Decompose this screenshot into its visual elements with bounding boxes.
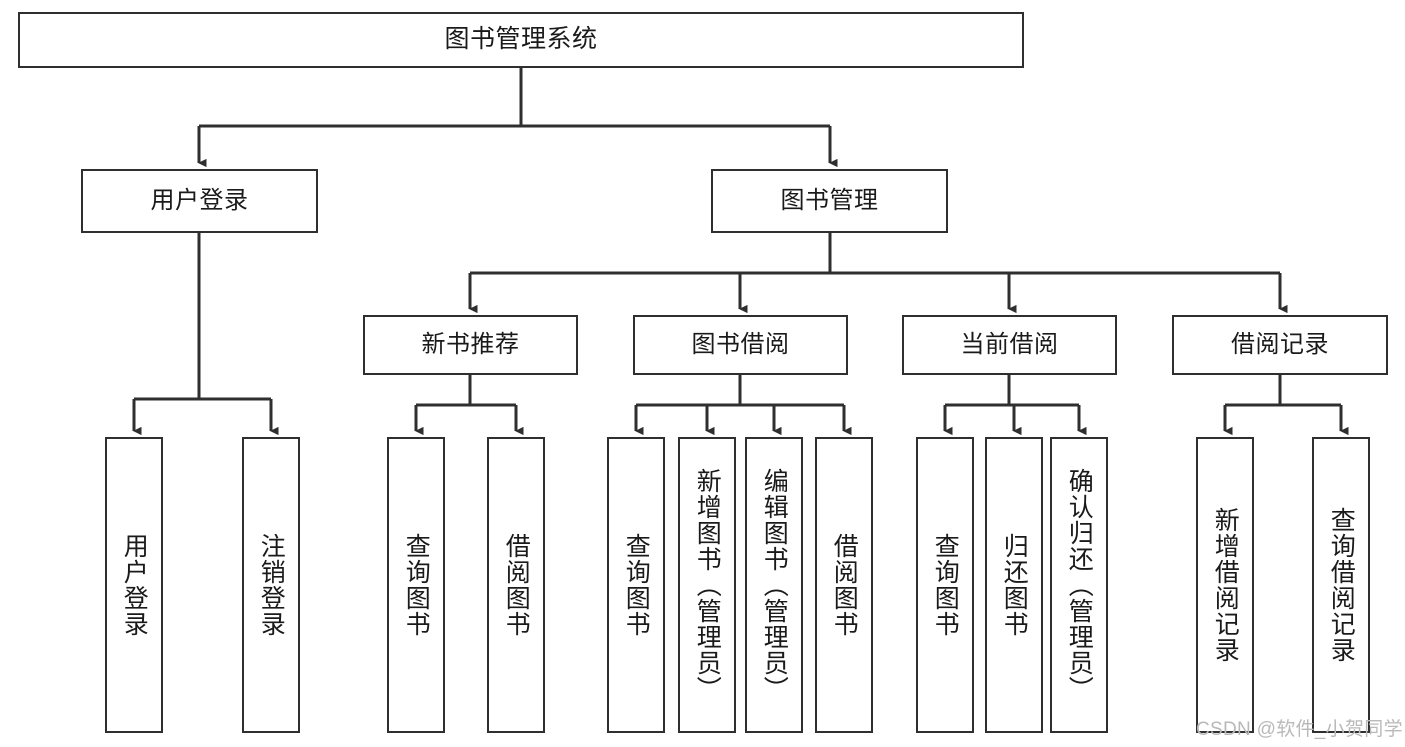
edges-current-to-leaves	[943, 375, 1087, 436]
node-leaf-borrow-book-2[interactable]: 借阅图书	[815, 437, 873, 733]
node-leaf-user-logout[interactable]: 注销登录	[242, 437, 300, 733]
node-leaf-query-book-2[interactable]: 查询图书	[607, 437, 665, 733]
watermark-text: CSDN @软件_小贺同学	[1196, 719, 1403, 740]
node-leaf-borrow-book-1-label: 借阅图书	[502, 533, 531, 637]
edges-userlogin-to-leaves	[132, 233, 279, 436]
node-leaf-add-record[interactable]: 新增借阅记录	[1196, 437, 1254, 733]
node-leaf-add-book-label: 新增图书（管理员）	[693, 468, 722, 702]
node-leaf-user-login-label: 用户登录	[120, 533, 149, 637]
node-current-borrow-label: 当前借阅	[960, 330, 1059, 358]
node-leaf-confirm-return[interactable]: 确认归还（管理员）	[1050, 437, 1108, 733]
node-leaf-query-book-2-label: 查询图书	[622, 533, 651, 637]
node-current-borrow[interactable]: 当前借阅	[902, 315, 1117, 375]
node-leaf-return-book[interactable]: 归还图书	[985, 437, 1043, 733]
node-leaf-borrow-book-2-label: 借阅图书	[830, 533, 859, 637]
node-borrow-record-label: 借阅记录	[1231, 330, 1329, 358]
node-book-management-label: 图书管理	[780, 186, 879, 214]
edges-recommend-to-leaves	[414, 375, 524, 436]
node-leaf-query-record-label: 查询借阅记录	[1327, 507, 1356, 663]
node-leaf-user-login[interactable]: 用户登录	[105, 437, 163, 733]
node-leaf-edit-book[interactable]: 编辑图书（管理员）	[745, 437, 803, 733]
edges-root-to-level1	[197, 68, 838, 168]
node-new-book-recommend[interactable]: 新书推荐	[363, 315, 578, 375]
node-new-book-recommend-label: 新书推荐	[421, 330, 520, 358]
node-leaf-query-book-1[interactable]: 查询图书	[387, 437, 445, 733]
node-book-borrow-label: 图书借阅	[691, 330, 790, 358]
node-leaf-return-book-label: 归还图书	[1000, 533, 1029, 637]
node-leaf-query-book-3[interactable]: 查询图书	[916, 437, 974, 733]
edges-borrow-to-leaves	[634, 375, 852, 436]
node-leaf-confirm-return-label: 确认归还（管理员）	[1065, 468, 1094, 702]
node-leaf-borrow-book-1[interactable]: 借阅图书	[487, 437, 545, 733]
node-leaf-query-record[interactable]: 查询借阅记录	[1312, 437, 1370, 733]
node-user-login[interactable]: 用户登录	[81, 169, 318, 233]
node-leaf-user-logout-label: 注销登录	[257, 533, 286, 637]
node-borrow-record[interactable]: 借阅记录	[1172, 315, 1388, 375]
node-book-borrow[interactable]: 图书借阅	[633, 315, 848, 375]
edges-record-to-leaves	[1223, 375, 1349, 436]
edges-booking-to-level2	[468, 233, 1288, 314]
node-leaf-add-record-label: 新增借阅记录	[1211, 507, 1240, 663]
node-root-label: 图书管理系统	[444, 25, 598, 54]
node-leaf-query-book-3-label: 查询图书	[931, 533, 960, 637]
node-root[interactable]: 图书管理系统	[18, 12, 1024, 68]
node-user-login-label: 用户登录	[150, 186, 249, 214]
node-leaf-add-book[interactable]: 新增图书（管理员）	[678, 437, 736, 733]
node-leaf-edit-book-label: 编辑图书（管理员）	[760, 468, 789, 702]
node-book-management[interactable]: 图书管理	[711, 169, 948, 233]
node-leaf-query-book-1-label: 查询图书	[402, 533, 431, 637]
